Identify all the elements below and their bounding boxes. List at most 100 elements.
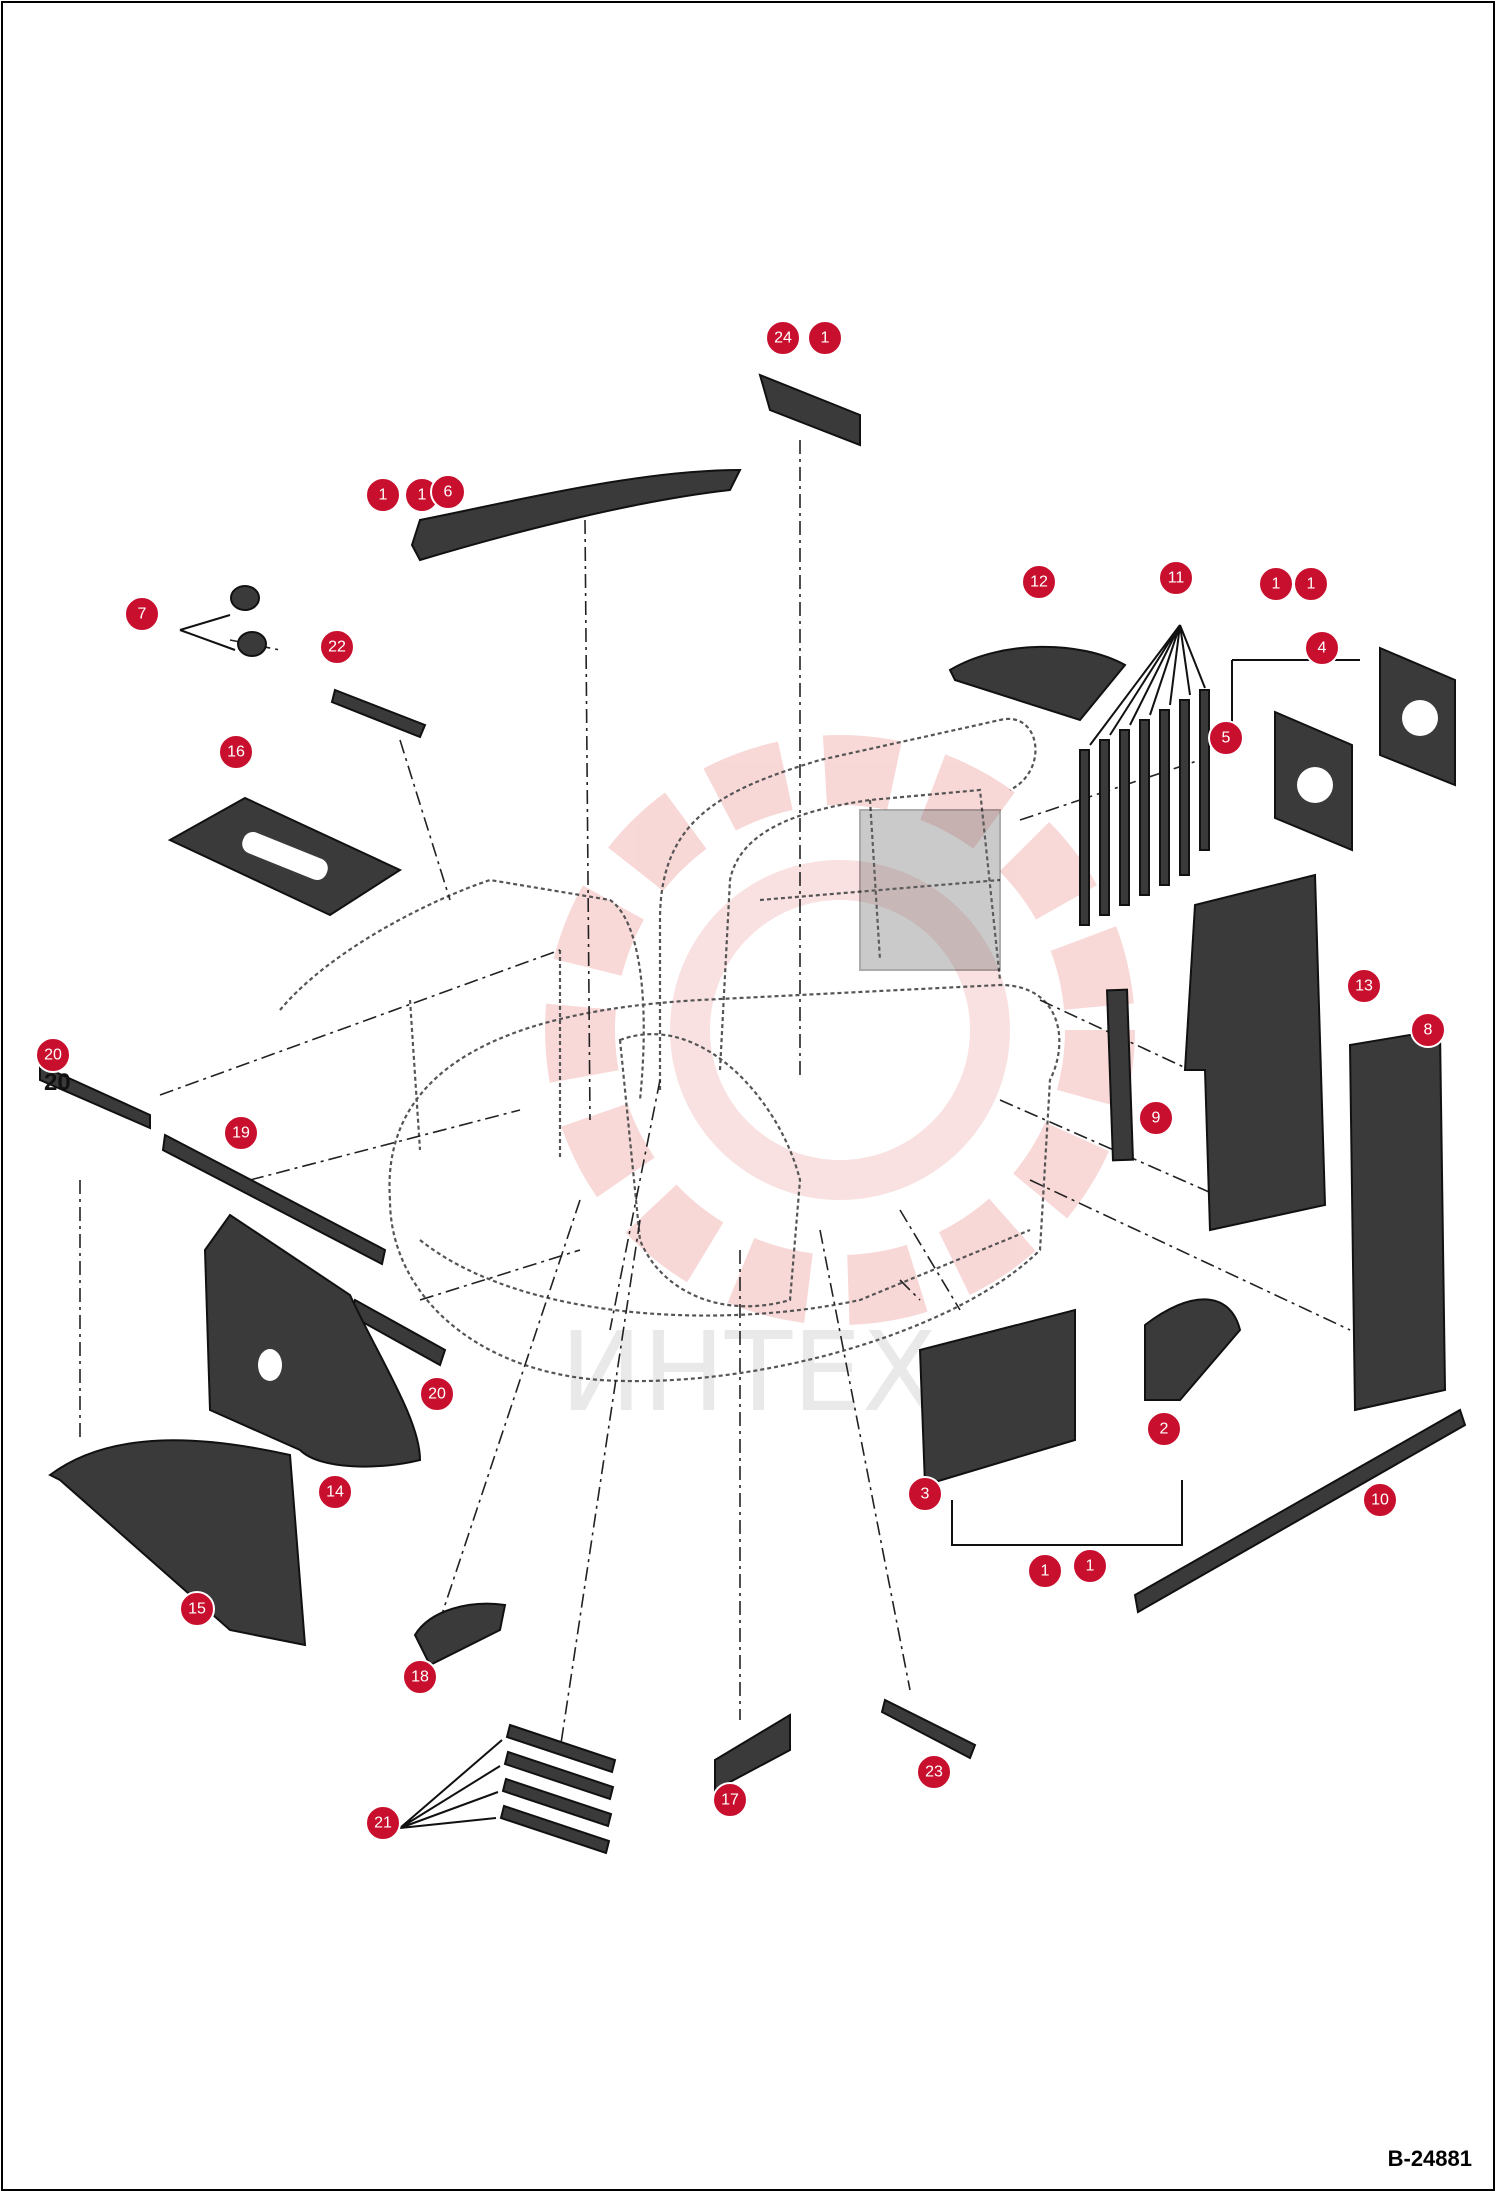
part-21-strips bbox=[499, 1723, 617, 1855]
callout-number: 20 bbox=[428, 1386, 446, 1403]
callout-marker bbox=[430, 474, 466, 510]
part-4-hole bbox=[1402, 700, 1438, 736]
callout-16: 16 bbox=[218, 734, 254, 770]
part-16-slot bbox=[242, 831, 328, 881]
callout-15: 15 bbox=[179, 1591, 215, 1627]
part-22-strip bbox=[330, 688, 427, 739]
callout-10: 10 bbox=[1362, 1482, 1398, 1518]
callout-number: 9 bbox=[1152, 1110, 1161, 1127]
callout-number: 1 bbox=[1307, 576, 1316, 593]
callout-marker bbox=[916, 1754, 952, 1790]
callout-5: 5 bbox=[1208, 720, 1244, 756]
callout-number: 1 bbox=[1041, 1563, 1050, 1580]
callout-22: 22 bbox=[319, 629, 355, 665]
callout-marker bbox=[907, 1476, 943, 1512]
radiator-grille-outline bbox=[859, 809, 1001, 971]
callout-number: 15 bbox=[188, 1601, 206, 1618]
callout-number: 24 bbox=[774, 330, 792, 347]
callout-marker bbox=[179, 1591, 215, 1627]
part-14-panel bbox=[203, 1213, 422, 1468]
callout-marker bbox=[319, 629, 355, 665]
callout-marker bbox=[35, 1037, 71, 1073]
part-15-panel bbox=[48, 1439, 307, 1647]
callout-number: 5 bbox=[1222, 730, 1231, 747]
callout-4: 4 bbox=[1304, 630, 1340, 666]
part-17-block bbox=[714, 1713, 791, 1792]
callout-number: 21 bbox=[374, 1815, 392, 1832]
parts bbox=[39, 373, 1467, 1855]
part-3-panel bbox=[918, 1308, 1076, 1487]
callout-marker bbox=[1304, 630, 1340, 666]
callout-number: 2 bbox=[1160, 1421, 1169, 1438]
callout-marker bbox=[419, 1376, 455, 1412]
callout-marker bbox=[402, 1659, 438, 1695]
callout-marker bbox=[365, 477, 401, 513]
callout-marker bbox=[1208, 720, 1244, 756]
callout-marker bbox=[1293, 566, 1329, 602]
callout-number: 7 bbox=[138, 606, 147, 623]
callout-marker bbox=[1072, 1548, 1108, 1584]
part-11-slats bbox=[1079, 689, 1210, 926]
part-14-hole bbox=[258, 1349, 282, 1381]
callout-13: 13 bbox=[1346, 968, 1382, 1004]
figure-id: B-24881 bbox=[1387, 2146, 1472, 2171]
callout-marker bbox=[317, 1474, 353, 1510]
callout-number: 17 bbox=[721, 1792, 739, 1809]
part-12-pad bbox=[948, 645, 1127, 722]
callout-marker bbox=[218, 734, 254, 770]
part-2-pad bbox=[1144, 1298, 1242, 1401]
callout-marker bbox=[1146, 1411, 1182, 1447]
callout-17: 17 bbox=[712, 1782, 748, 1818]
callout-marker bbox=[1362, 1482, 1398, 1518]
callout-6: 6 bbox=[430, 474, 466, 510]
callout-number: 1 bbox=[379, 487, 388, 504]
callout-marker bbox=[1027, 1553, 1063, 1589]
callout-1: 1 bbox=[1293, 566, 1329, 602]
part-5-hole bbox=[1297, 767, 1333, 803]
callout-number: 16 bbox=[227, 744, 245, 761]
callout-number: 12 bbox=[1030, 574, 1048, 591]
callout-1: 1 bbox=[807, 320, 843, 356]
part-7-grommet bbox=[230, 585, 260, 611]
callout-number: 20 bbox=[44, 1047, 62, 1064]
callout-number: 11 bbox=[1168, 570, 1185, 587]
callout-marker bbox=[1410, 1012, 1446, 1048]
callout-number: 13 bbox=[1355, 978, 1373, 995]
callout-18: 18 bbox=[402, 1659, 438, 1695]
callout-24: 24 bbox=[765, 320, 801, 356]
callout-19: 19 bbox=[223, 1115, 259, 1151]
callout-marker bbox=[365, 1805, 401, 1841]
callout-number: 3 bbox=[921, 1486, 930, 1503]
part-18-pad bbox=[413, 1602, 507, 1667]
callout-number: 1 bbox=[418, 487, 427, 504]
callout-2: 2 bbox=[1146, 1411, 1182, 1447]
callout-number: 4 bbox=[1318, 640, 1327, 657]
callout-number: 10 bbox=[1371, 1492, 1389, 1509]
part-19-strip bbox=[161, 1133, 387, 1266]
callout-7: 7 bbox=[124, 596, 160, 632]
callout-number: 19 bbox=[232, 1125, 250, 1142]
callout-12: 12 bbox=[1021, 564, 1057, 600]
callout-11: 11 bbox=[1158, 560, 1194, 596]
callout-marker bbox=[712, 1782, 748, 1818]
part-24-block bbox=[758, 373, 861, 447]
callout-1: 1 bbox=[1072, 1548, 1108, 1584]
callout-20: 20 bbox=[419, 1376, 455, 1412]
callout-marker bbox=[807, 320, 843, 356]
part-7-grommet bbox=[237, 631, 267, 657]
callout-marker bbox=[1346, 968, 1382, 1004]
part-23-strip bbox=[880, 1698, 977, 1760]
callout-23: 23 bbox=[916, 1754, 952, 1790]
callout-1: 1 bbox=[1027, 1553, 1063, 1589]
callout-3: 3 bbox=[907, 1476, 943, 1512]
callout-marker bbox=[223, 1115, 259, 1151]
part-8-panel bbox=[1348, 1028, 1447, 1412]
callout-number: 1 bbox=[1086, 1558, 1095, 1575]
callout-number: 1 bbox=[1272, 576, 1281, 593]
callout-marker bbox=[1021, 564, 1057, 600]
part-6-strip bbox=[410, 468, 742, 562]
callout-marker bbox=[124, 596, 160, 632]
callout-20: 20 bbox=[35, 1037, 71, 1073]
